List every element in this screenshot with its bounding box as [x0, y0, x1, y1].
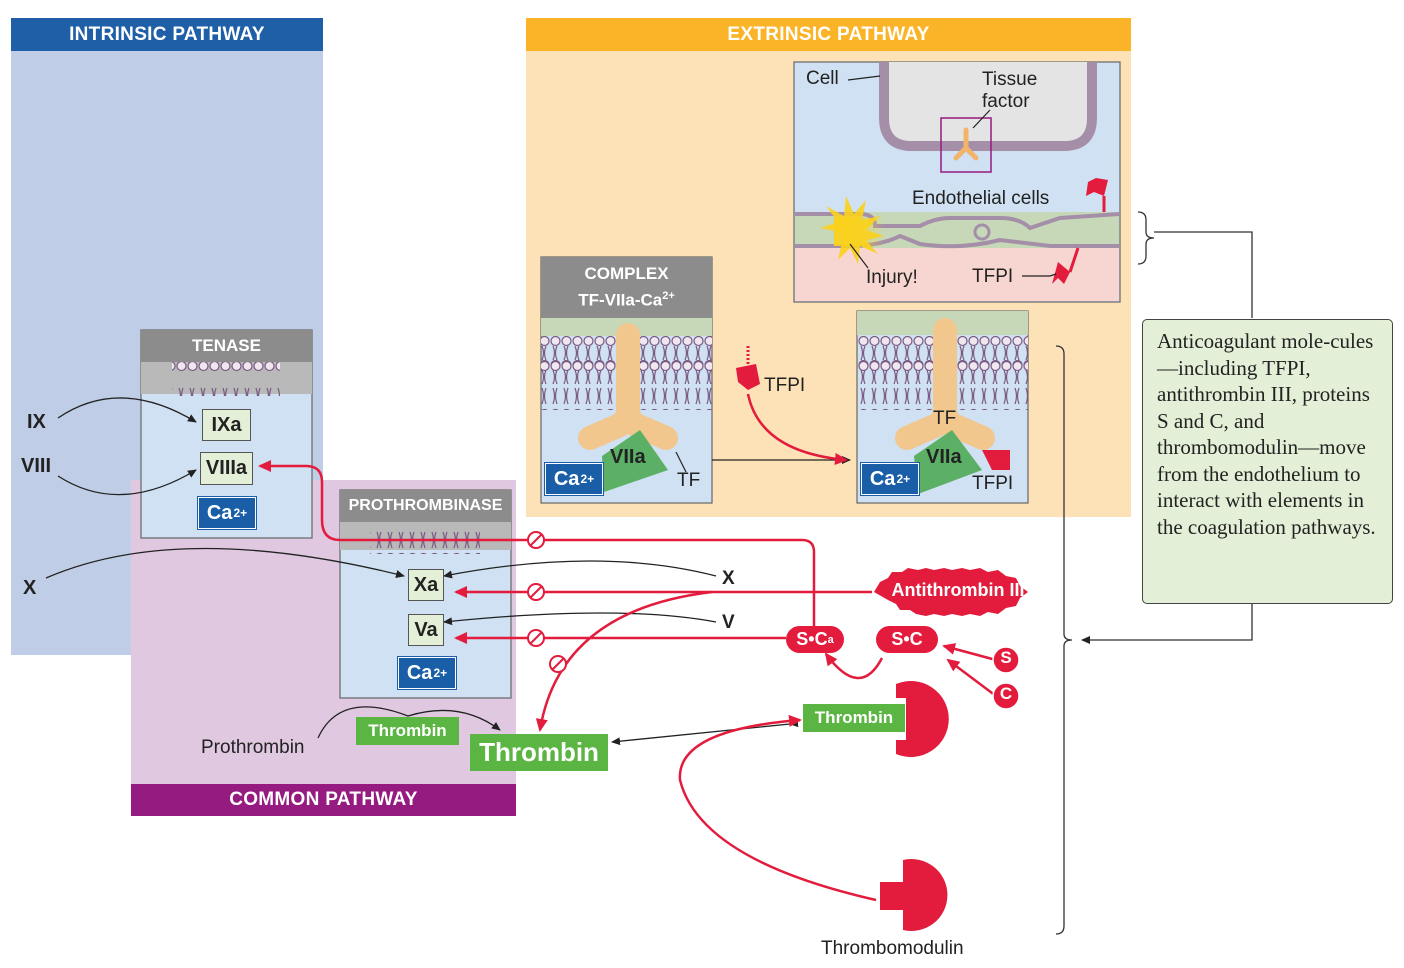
inset-tfpi: TFPI — [972, 266, 1014, 287]
extrinsic-header: EXTRINSIC PATHWAY — [526, 18, 1131, 51]
prothrombin-label: Prothrombin — [201, 737, 305, 758]
input-ix: IX — [27, 411, 46, 433]
inhibited-tfpi: TFPI — [972, 473, 1014, 494]
tfpi-molecule — [736, 346, 760, 390]
factor-va: Va — [408, 614, 444, 646]
common-header: COMMON PATHWAY — [131, 784, 516, 816]
calcium-label: Ca — [553, 467, 580, 490]
inhibit-icon — [527, 531, 567, 673]
complex-title: COMPLEX TF-VIIa-Ca2+ — [541, 257, 712, 318]
inhibited-viia: VIIa — [926, 446, 962, 468]
inset-endothelial: Endothelial cells — [912, 188, 1050, 209]
thrombomodulin-label: Thrombomodulin — [821, 938, 964, 959]
calcium-sup: 2+ — [233, 506, 248, 520]
brace-right — [1055, 345, 1073, 935]
thrombin-bound-label: Thrombin — [803, 704, 905, 732]
tfpi-label: TFPI — [764, 375, 806, 396]
input-x-left: X — [23, 577, 37, 599]
complex-tf: TF — [677, 470, 701, 491]
input-viii: VIII — [21, 455, 52, 477]
calcium-sup: 2+ — [580, 472, 595, 486]
calcium-label: Ca — [206, 501, 233, 524]
calcium-sup: 2+ — [896, 472, 911, 486]
thrombomodulin-shape — [880, 859, 948, 931]
calcium-sup: 2+ — [433, 666, 448, 680]
sca-label: S•C — [796, 629, 828, 649]
inset-cell: Cell — [806, 68, 839, 89]
factor-viiia: VIIIa — [200, 452, 253, 485]
factor-ixa: IXa — [202, 409, 251, 441]
calcium-label: Ca — [406, 661, 433, 684]
complex-title-line1: COMPLEX — [584, 264, 669, 284]
factor-xa: Xa — [408, 569, 444, 601]
input-x-right: X — [722, 568, 735, 589]
inset-injury: Injury! — [866, 267, 918, 288]
complex-viia: VIIa — [610, 446, 646, 468]
inset-tissue-factor-2: factor — [982, 91, 1030, 112]
brace-top — [1137, 211, 1155, 265]
anticoagulant-note: Anticoagulant mole-cules—including TFPI,… — [1142, 319, 1393, 604]
tenase-title: TENASE — [141, 330, 312, 362]
prothrombinase-title: PROTHROMBINASE — [340, 490, 511, 522]
inhibited-tf: TF — [933, 408, 957, 429]
antithrombin-shape — [874, 568, 1028, 616]
antithrombin-label: Antithrombin III — [891, 580, 1025, 600]
thrombin-main-label: Thrombin — [470, 734, 608, 771]
input-v-right: V — [722, 612, 735, 633]
sca-sub: a — [827, 633, 834, 646]
thrombin-small-label: Thrombin — [356, 717, 459, 745]
complex-title-line2: TF-VIIa-Ca2+ — [578, 285, 675, 312]
protein-s: S — [1000, 648, 1012, 667]
complex-title-text: TF-VIIa-Ca — [578, 290, 663, 310]
intrinsic-header: INTRINSIC PATHWAY — [11, 18, 323, 51]
complex-title-sup: 2+ — [662, 290, 675, 303]
calcium-label: Ca — [869, 467, 896, 490]
endothelium-inset — [793, 61, 1121, 303]
protein-c: C — [999, 684, 1013, 703]
protein-sc: S•C — [876, 626, 938, 653]
thrombin-bound-shape — [896, 681, 949, 757]
inset-tissue-factor-1: Tissue — [982, 69, 1038, 90]
tenase-membrane — [172, 362, 280, 396]
